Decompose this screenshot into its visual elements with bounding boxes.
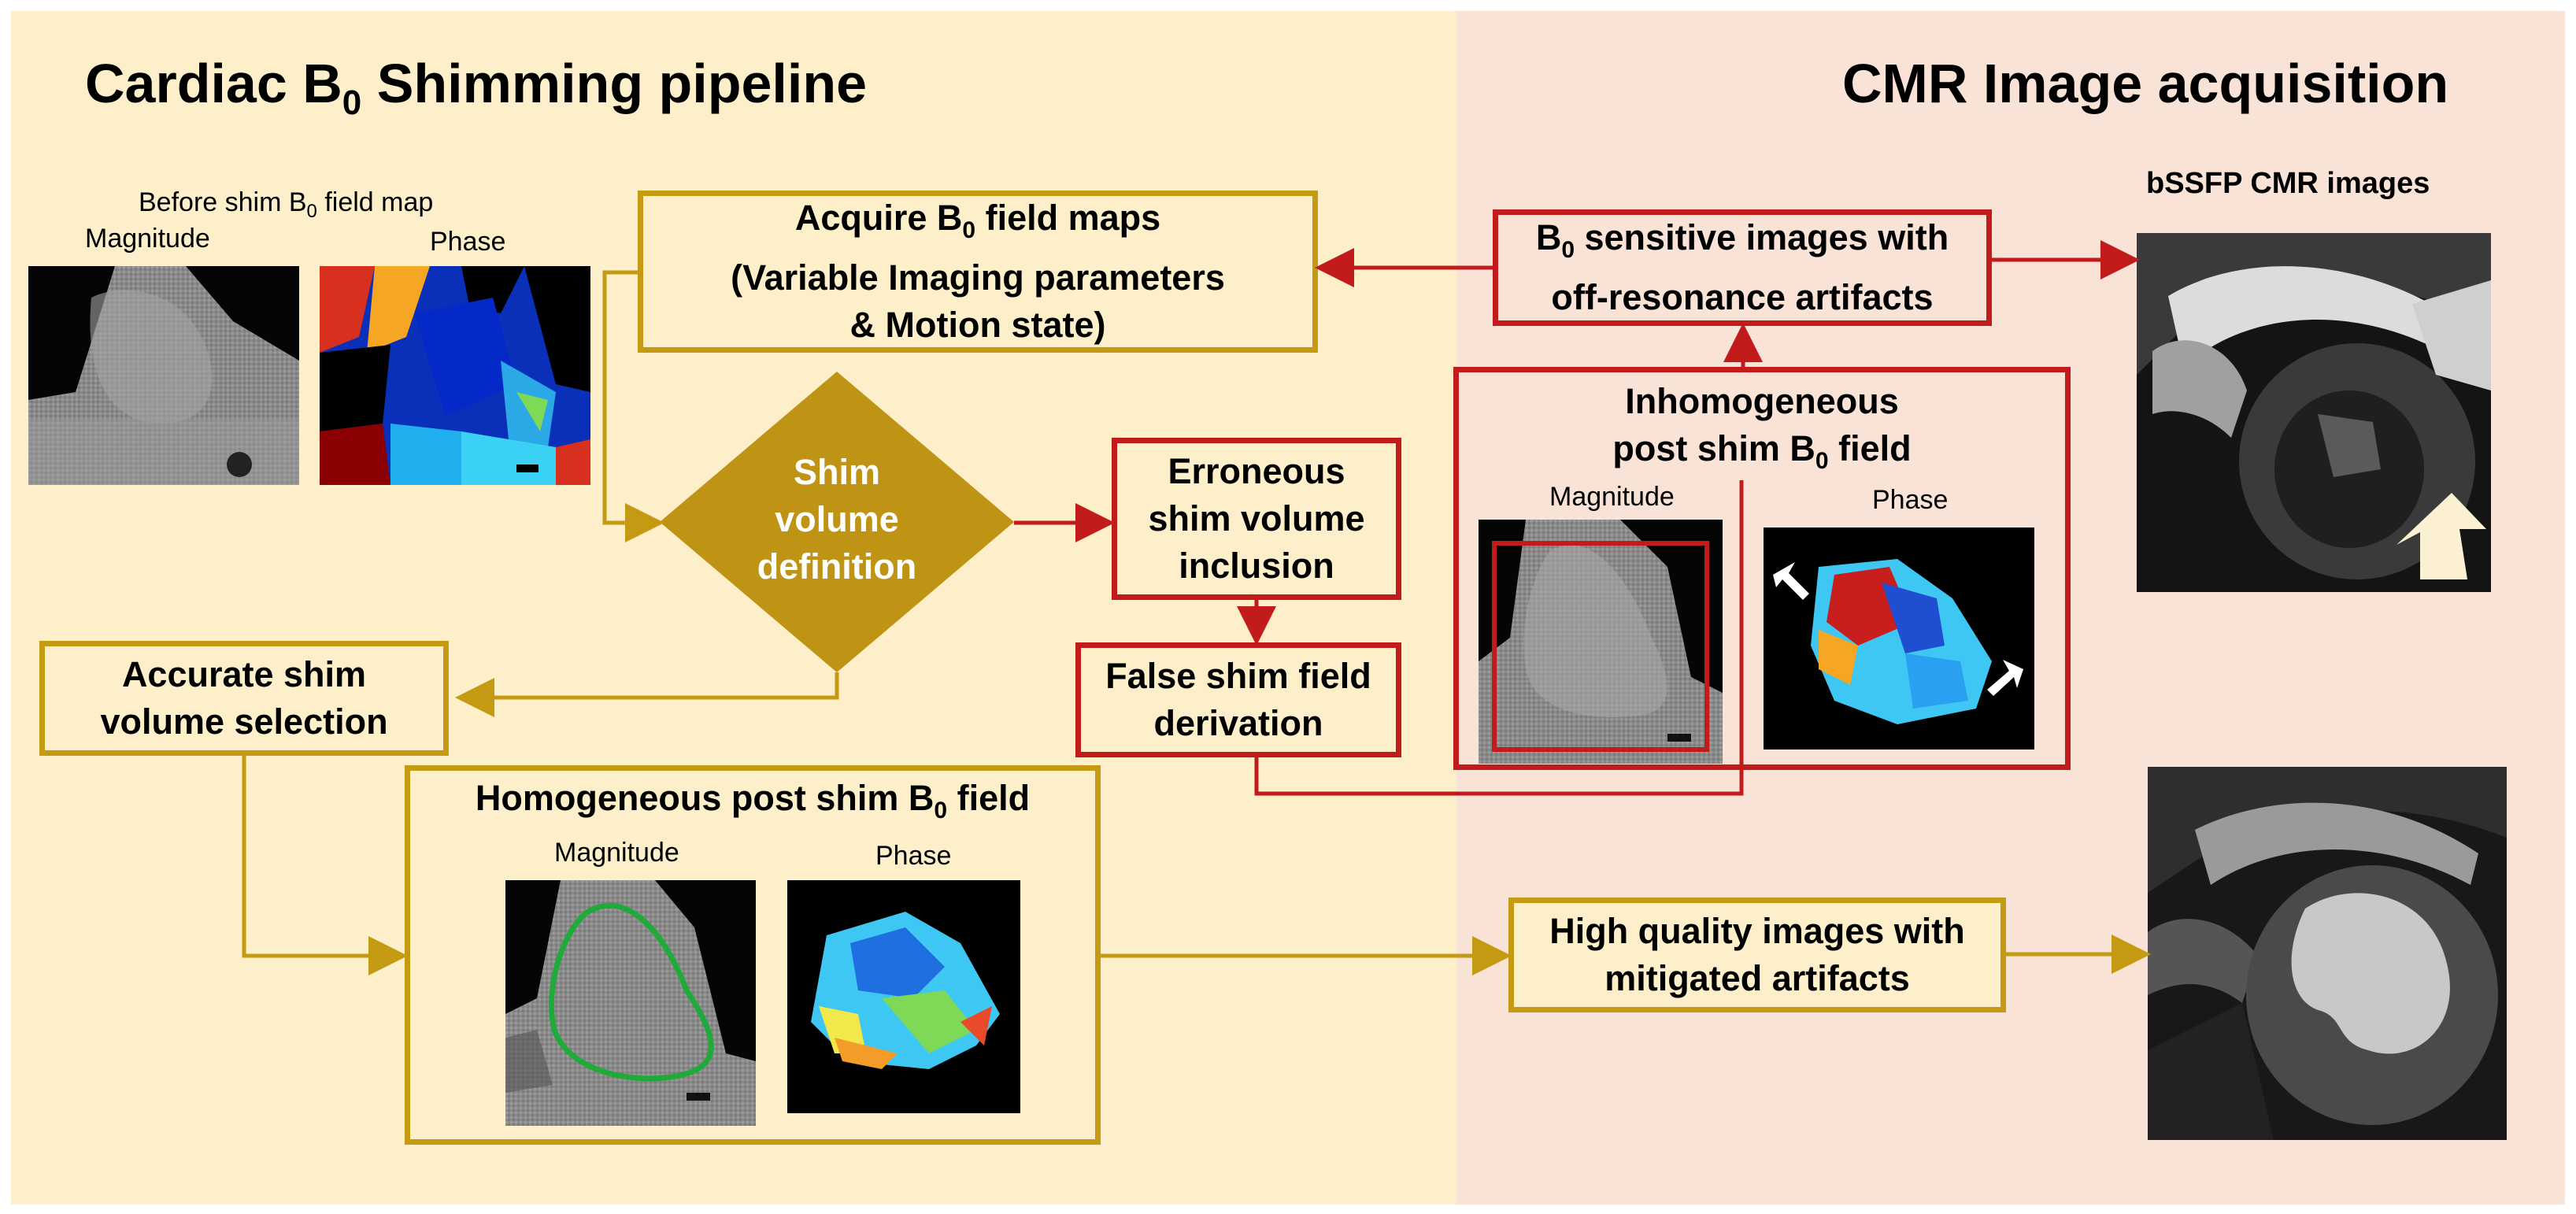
homogeneous-magnitude-label: Magnitude [554,838,679,868]
false-shim-derivation-box: False shim field derivation [1075,642,1401,757]
homogeneous-phase-image [787,880,1020,1113]
inhomogeneous-field-caption: Inhomogeneous post shim B0 field [1612,381,1912,474]
sensitive-images-box: B0 sensitive images with off-resonance a… [1493,209,1992,326]
homogeneous-field-caption: Homogeneous post shim B0 field [475,778,1031,824]
high-quality-images-box: High quality images with mitigated artif… [1508,898,2006,1012]
inhomogeneous-magnitude-label: Magnitude [1549,482,1675,512]
homogeneous-magnitude-image [505,880,756,1126]
before-phase-label: Phase [430,227,506,257]
inhomogeneous-phase-image [1764,527,2034,749]
right-panel-title: CMR Image acquisition [1842,53,2449,114]
bssfp-mitigated-image [2148,767,2507,1140]
before-phase-image [320,266,590,485]
erroneous-inclusion-box: Erroneous shim volume inclusion [1112,438,1401,600]
left-panel-title: Cardiac B0 Shimming pipeline [85,53,868,122]
homogeneous-phase-label: Phase [875,841,952,871]
before-magnitude-image [28,266,299,485]
bssfp-label: bSSFP CMR images [2146,167,2430,200]
accurate-selection-box: Accurate shim volume selection [39,641,449,756]
inhomogeneous-magnitude-image [1479,520,1723,764]
before-map-caption: Before shim B0 field map [139,187,434,222]
before-magnitude-label: Magnitude [85,224,210,254]
bssfp-artifact-image [2137,233,2491,592]
shim-volume-diamond-label: Shim volume definition [757,452,917,587]
shim-volume-diamond [660,372,1014,672]
inhomogeneous-phase-label: Phase [1872,485,1949,515]
